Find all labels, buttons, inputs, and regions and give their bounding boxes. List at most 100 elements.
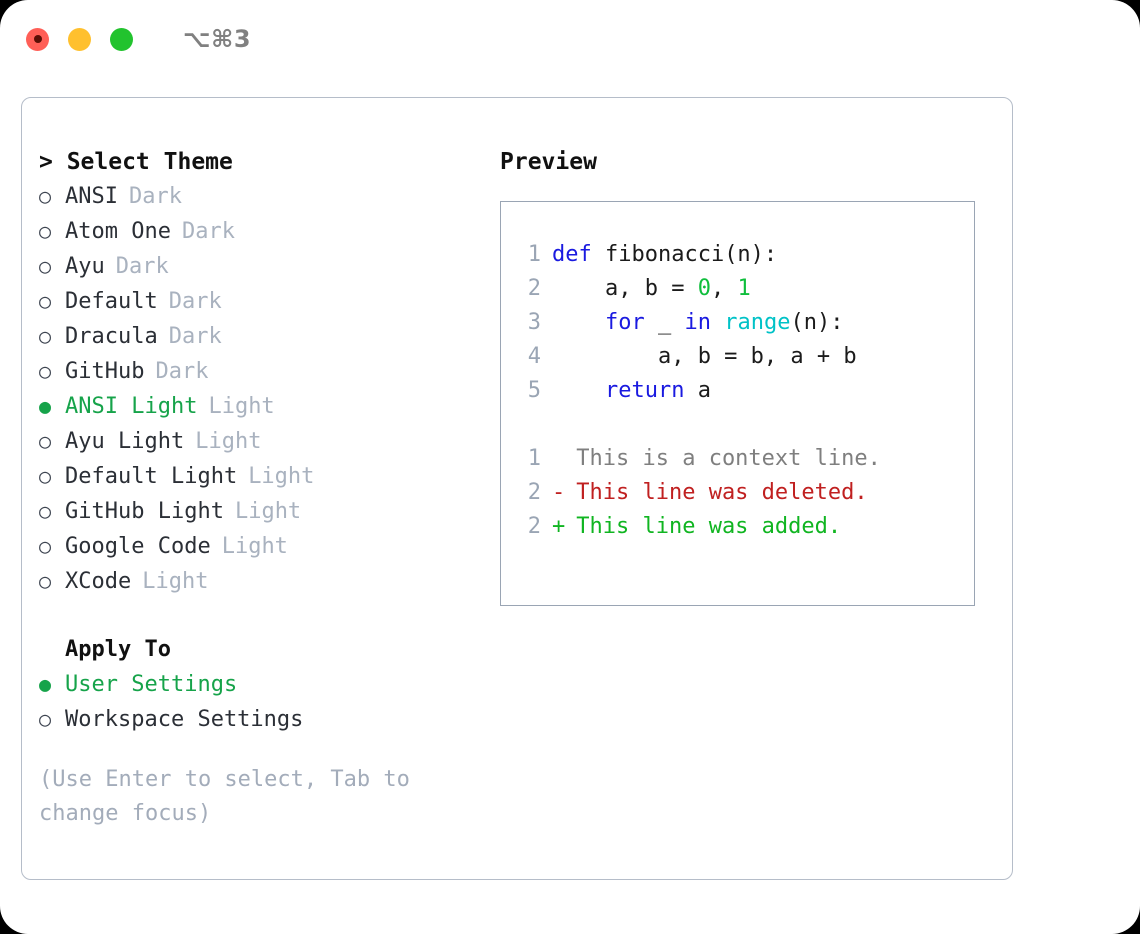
radio-unselected-icon: ○: [39, 534, 52, 558]
radio-unselected-icon: ○: [39, 429, 52, 453]
theme-option-badge: Dark: [115, 254, 169, 279]
radio-unselected-icon: ○: [39, 569, 52, 593]
theme-option-badge: Dark: [168, 289, 222, 314]
radio-unselected-icon: ○: [39, 254, 52, 278]
theme-option-label: Default: [65, 289, 158, 314]
theme-option-label: Atom One: [65, 219, 171, 244]
code-token-txt: (n):: [790, 310, 844, 335]
diff-line-text: This line was added.: [563, 514, 842, 539]
apply-to-option-label: User Settings: [65, 672, 238, 697]
theme-option-label: ANSI: [65, 184, 118, 209]
diff-sample: 1 This is a context line.2- This line wa…: [519, 442, 974, 544]
code-line: 1 def fibonacci(n):: [519, 238, 974, 272]
apply-to-option-user-settings[interactable]: ● User Settings: [39, 667, 487, 702]
theme-option-default[interactable]: ○ Default Dark: [39, 284, 487, 319]
minimize-button[interactable]: [68, 27, 91, 51]
apply-to-option-label: Workspace Settings: [65, 707, 304, 732]
code-token-txt: ,: [710, 276, 738, 301]
theme-option-badge: Dark: [168, 324, 222, 349]
code-token-kw: for: [604, 310, 645, 335]
diff-line-del: 2- This line was deleted.: [519, 476, 974, 510]
zoom-button[interactable]: [110, 27, 133, 51]
diff-sign: -: [552, 480, 566, 505]
preview-heading: Preview: [500, 149, 597, 175]
close-button[interactable]: [26, 27, 49, 51]
radio-unselected-icon: ○: [39, 359, 52, 383]
code-token-txt: a: [684, 378, 711, 403]
close-active-dot-icon: [33, 35, 42, 43]
radio-unselected-icon: ○: [39, 499, 52, 523]
theme-option-badge: Light: [142, 569, 209, 594]
diff-sign: [552, 442, 563, 476]
code-token-txt: a, b =: [552, 276, 698, 301]
radio-unselected-icon: ○: [39, 464, 52, 488]
diff-line-text: This line was deleted.: [563, 480, 868, 505]
window-shortcut-label: ⌥⌘3: [183, 25, 252, 53]
theme-option-github-light[interactable]: ○ GitHub Light Light: [39, 494, 487, 529]
theme-option-label: XCode: [65, 569, 132, 594]
theme-option-label: GitHub: [65, 359, 145, 384]
code-token-txt: fibonacci(n):: [604, 242, 778, 267]
code-token-txt: [552, 310, 605, 335]
radio-unselected-icon: ○: [39, 289, 52, 313]
theme-option-label: Dracula: [65, 324, 158, 349]
theme-option-ansi[interactable]: ○ ANSI Dark: [39, 179, 487, 214]
radio-selected-icon: ●: [39, 672, 52, 696]
theme-option-github[interactable]: ○ GitHub Dark: [39, 354, 487, 389]
code-token-num: 0: [697, 276, 711, 301]
theme-option-badge: Dark: [155, 359, 209, 384]
apply-to-option-workspace-settings[interactable]: ○ Workspace Settings: [39, 702, 487, 737]
radio-unselected-icon: ○: [39, 324, 52, 348]
diff-line-number: 2: [527, 514, 541, 539]
theme-option-badge: Light: [234, 499, 302, 524]
code-line: 4 a, b = b, a + b: [519, 340, 974, 374]
theme-option-xcode[interactable]: ○ XCode Light: [39, 564, 487, 599]
theme-option-label: Ayu Light: [65, 429, 185, 454]
code-token-txt: _: [644, 310, 685, 335]
apply-to-option-list[interactable]: ● User Settings ○ Workspace Settings: [39, 667, 487, 737]
theme-option-label: ANSI Light: [65, 394, 198, 419]
select-theme-heading: > Select Theme: [39, 149, 233, 175]
code-token-kw: def: [552, 242, 605, 267]
radio-unselected-icon: ○: [39, 184, 52, 208]
theme-option-badge: Light: [208, 394, 275, 419]
theme-option-default-light[interactable]: ○ Default Light Light: [39, 459, 487, 494]
diff-sign: +: [552, 514, 566, 539]
code-line-number: 1: [527, 242, 541, 267]
theme-option-badge: Dark: [181, 219, 235, 244]
preview-box: 1 def fibonacci(n): 2 a, b = 0, 1 3 for _ i…: [500, 201, 975, 606]
code-token-fn: range: [724, 310, 791, 335]
apply-to-heading: Apply To: [65, 637, 171, 662]
diff-line-add: 2 + This line was added.: [519, 510, 974, 544]
theme-option-dracula[interactable]: ○ Dracula Dark: [39, 319, 487, 354]
code-line-number: 5: [527, 378, 541, 403]
diff-line-number: 2: [527, 480, 541, 505]
radio-unselected-icon: ○: [39, 707, 52, 731]
code-token-kw: in: [684, 310, 711, 335]
code-line: 3 for _ in range(n):: [519, 306, 974, 340]
theme-option-badge: Light: [221, 534, 288, 559]
theme-option-badge: Light: [248, 464, 315, 489]
code-line-number: 4: [527, 344, 541, 369]
code-token-txt: [552, 378, 605, 403]
preview-column: Preview 1 def fibonacci(n): 2 a, b = 0, 1 3…: [487, 98, 1012, 879]
diff-line-text: This is a context line.: [563, 446, 881, 471]
window-titlebar: ⌥⌘3: [0, 0, 1140, 78]
code-line: 5 return a: [519, 374, 974, 408]
radio-selected-icon: ●: [39, 394, 52, 418]
theme-option-badge: Dark: [128, 184, 182, 209]
diff-line-number: 1: [527, 446, 541, 471]
theme-option-label: Default Light: [65, 464, 238, 489]
theme-option-label: GitHub Light: [65, 499, 224, 524]
keyboard-hint-text: (Use Enter to select, Tab to change focu…: [39, 767, 424, 826]
theme-option-ansi-light[interactable]: ● ANSI Light Light: [39, 389, 487, 424]
diff-line-ctx: 1 This is a context line.: [519, 442, 974, 476]
